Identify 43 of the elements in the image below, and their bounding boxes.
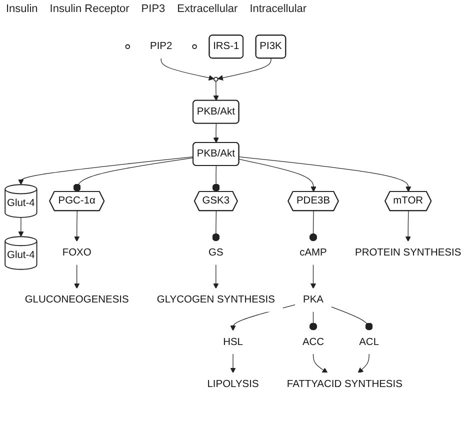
arrow	[238, 158, 316, 192]
arrow	[213, 80, 219, 101]
arrow	[74, 264, 80, 289]
arrow	[213, 264, 219, 289]
arrow	[218, 58, 272, 81]
label-text: PIP3	[141, 3, 166, 15]
node-text: cAMP	[300, 247, 327, 258]
arrow	[238, 156, 412, 192]
node-text: FATTYACID SYNTHESIS	[286, 378, 402, 390]
node-circle	[214, 76, 218, 82]
connector	[330, 306, 373, 332]
arrow	[405, 210, 411, 242]
connector	[212, 210, 220, 242]
connector	[309, 311, 318, 332]
node-circle	[125, 44, 130, 50]
node-text: PROTEIN SYNTHESIS	[354, 247, 462, 258]
connector	[309, 210, 318, 242]
label-text: Extracellular	[177, 3, 238, 15]
label-text: Insulin Receptor	[50, 3, 130, 15]
connector	[73, 157, 194, 192]
node-text: GS	[208, 247, 224, 258]
node-circle	[192, 44, 197, 50]
node-text: LIPOLYSIS	[207, 378, 259, 390]
node-text: PKA	[303, 294, 324, 306]
arrow	[74, 210, 80, 242]
node-text: FOXO	[62, 247, 92, 258]
node-text: GLUCONEOGENESIS	[24, 294, 129, 306]
arrow	[310, 264, 316, 289]
arrow	[312, 353, 328, 374]
node-text: HSL	[223, 336, 243, 348]
arrow	[18, 217, 24, 237]
label-text: Intracellular	[250, 3, 307, 15]
arrow	[160, 58, 214, 81]
node-text: ACC	[302, 336, 324, 348]
arrow	[358, 353, 370, 374]
node-text: GLYCOGEN SYNTHESIS	[156, 294, 275, 306]
arrow	[230, 353, 236, 374]
connector	[212, 165, 220, 192]
node-text: ACL	[359, 336, 380, 348]
arrow	[18, 156, 194, 185]
node-text: PIP2	[150, 40, 172, 52]
arrow	[213, 123, 219, 144]
label-text: Insulin	[6, 3, 38, 15]
